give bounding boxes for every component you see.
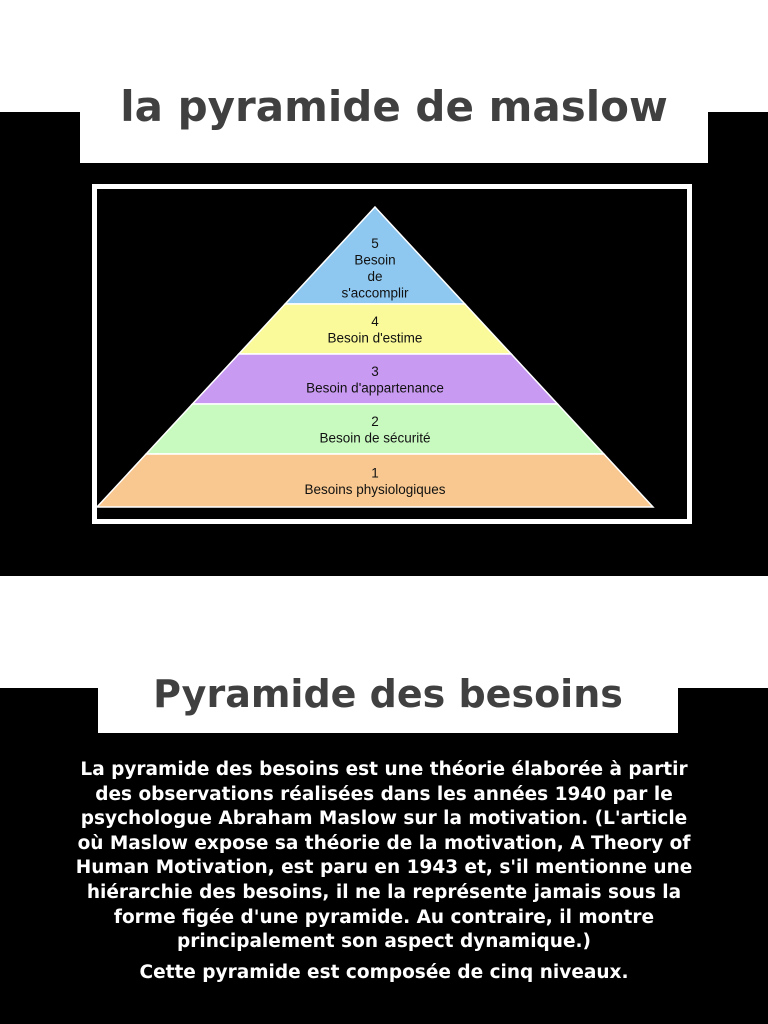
- pyramid-level-number: 4: [371, 314, 379, 329]
- pyramid-level-1: [97, 453, 655, 508]
- pyramid-level-label: Besoin de sécurité: [319, 430, 430, 445]
- body-paragraph: La pyramide des besoins est une théorie …: [75, 759, 693, 953]
- pyramid-level-label: Besoins physiologiques: [304, 482, 445, 497]
- pyramid-level-number: 2: [371, 414, 379, 429]
- section-title-box: Pyramide des besoins: [98, 655, 678, 733]
- pyramid-level-label: s'accomplir: [341, 285, 409, 300]
- pyramid-level-label: Besoin d'appartenance: [306, 380, 444, 395]
- pyramid-level-label: Besoin: [354, 252, 395, 267]
- pyramid-level-number: 1: [371, 465, 379, 480]
- slide-title-box: la pyramide de maslow: [80, 50, 708, 163]
- pyramid-level-number: 5: [371, 236, 379, 251]
- body-paragraph-2: Cette pyramide est composée de cinq nive…: [139, 961, 629, 983]
- pyramid-level-label: Besoin d'estime: [328, 330, 423, 345]
- section-title: Pyramide des besoins: [153, 672, 623, 716]
- slide2-background: [0, 688, 768, 1024]
- body-text: La pyramide des besoins est une théorie …: [70, 758, 698, 985]
- pyramid-level-label: de: [367, 269, 382, 284]
- pyramid-level-number: 3: [371, 364, 379, 379]
- slide-title: la pyramide de maslow: [120, 81, 668, 131]
- pyramid-level-3: [190, 353, 560, 405]
- pyramid-level-2: [144, 403, 606, 455]
- pyramid-level-4: [237, 303, 513, 355]
